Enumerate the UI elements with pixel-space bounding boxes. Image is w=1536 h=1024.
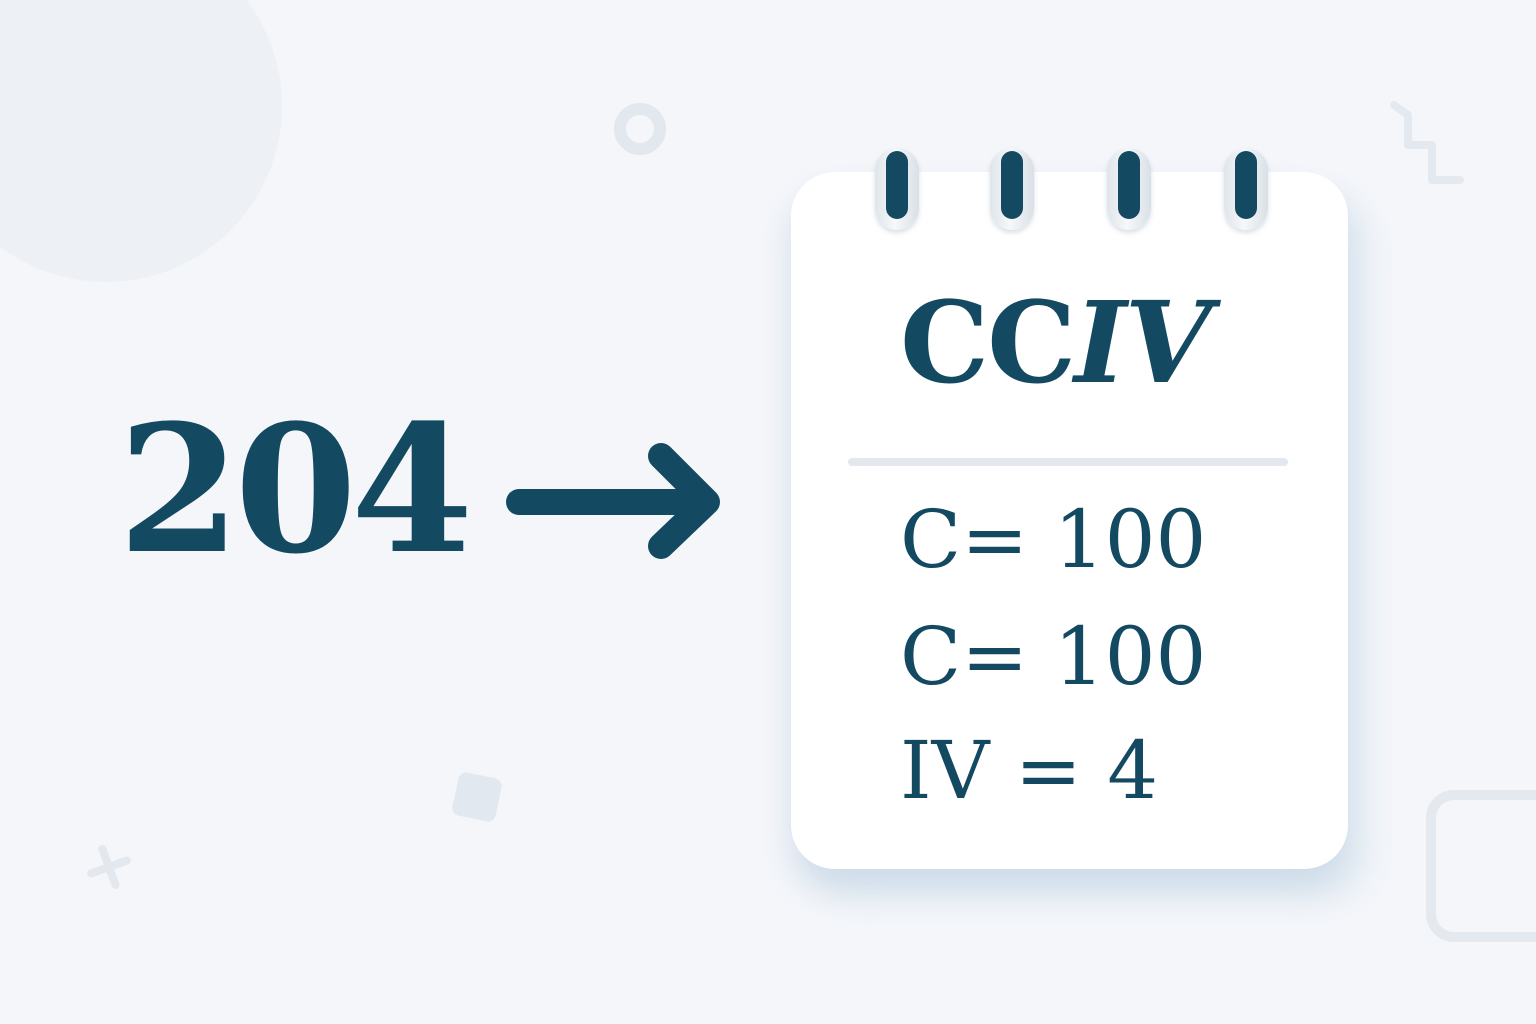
breakdown-operator: = xyxy=(961,610,1029,703)
divider xyxy=(848,458,1288,466)
decorative-square xyxy=(450,770,504,824)
breakdown-symbol: IV xyxy=(900,724,990,817)
roman-numeral-part2: IV xyxy=(1074,278,1211,409)
decorative-circle xyxy=(0,0,282,282)
breakdown-symbol: C xyxy=(900,610,962,703)
decorative-plus-icon xyxy=(87,845,131,889)
breakdown-row: IV = 4 xyxy=(900,731,1158,811)
spiral-ring-icon xyxy=(990,148,1034,230)
breakdown-row: C= 100 xyxy=(900,500,1206,580)
decorative-rounded-rect xyxy=(1426,790,1536,942)
input-number: 204 xyxy=(118,386,473,593)
breakdown-symbol: C xyxy=(900,493,962,586)
roman-numeral-result: CCIV xyxy=(900,288,1212,400)
breakdown-value: 100 xyxy=(1053,610,1207,703)
spiral-ring-icon xyxy=(875,148,919,230)
spiral-ring-icon xyxy=(1107,148,1151,230)
right-arrow-icon xyxy=(506,443,720,559)
notepad-card xyxy=(791,172,1348,869)
breakdown-row: C= 100 xyxy=(900,617,1206,697)
spiral-ring-icon xyxy=(1224,148,1268,230)
decorative-ring-icon xyxy=(614,103,666,155)
breakdown-operator: = xyxy=(961,493,1029,586)
roman-numeral-part1: CC xyxy=(900,278,1076,409)
breakdown-operator: = xyxy=(1014,724,1082,817)
breakdown-value: 4 xyxy=(1107,724,1159,817)
decorative-zigzag-icon xyxy=(1390,101,1464,184)
breakdown-value: 100 xyxy=(1053,493,1207,586)
